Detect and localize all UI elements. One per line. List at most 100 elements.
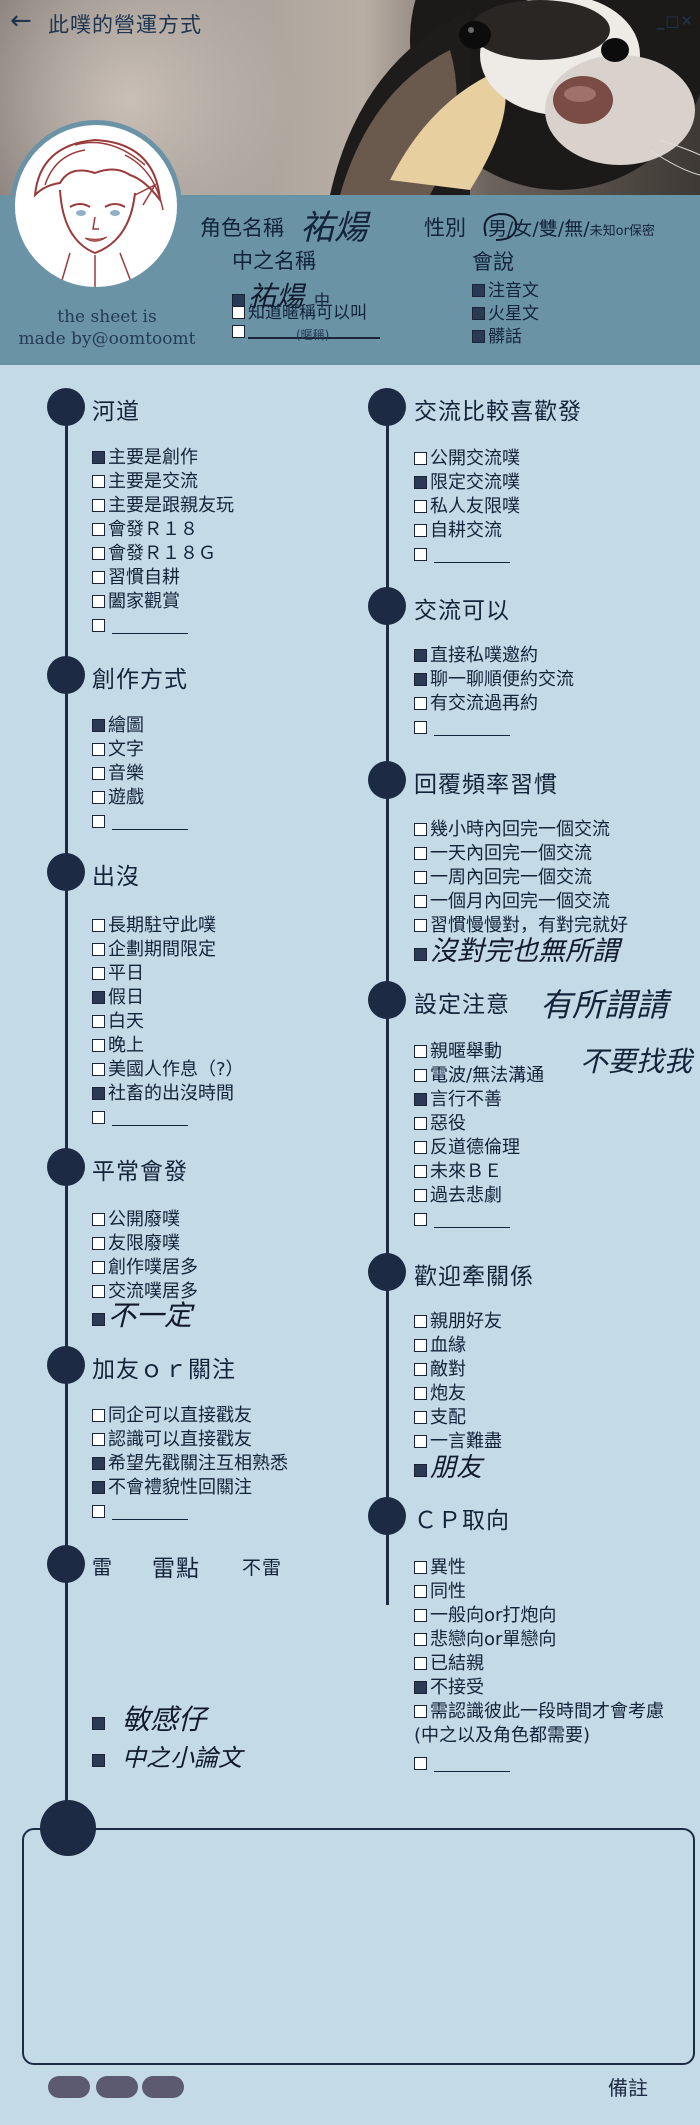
section-dot: [47, 656, 85, 694]
language-label: 會說: [472, 250, 514, 274]
list-item[interactable]: 限定交流噗: [414, 471, 520, 495]
section-title-reply: 回覆頻率習慣: [414, 772, 558, 798]
list-item[interactable]: 主要是交流: [92, 470, 198, 494]
list-item[interactable]: 習慣自耕: [92, 566, 180, 590]
list-item[interactable]: 晚上: [92, 1034, 144, 1058]
list-item[interactable]: 創作噗居多: [92, 1256, 198, 1280]
list-item[interactable]: 認識可以直接戳友: [92, 1428, 252, 1452]
list-item-blank[interactable]: [414, 716, 510, 740]
section-title-create: 創作方式: [92, 667, 188, 693]
list-item[interactable]: 會發Ｒ１８: [92, 518, 198, 542]
list-item[interactable]: 主要是創作: [92, 446, 198, 470]
list-item[interactable]: 音樂: [92, 762, 144, 786]
language-option-swear[interactable]: 髒話: [472, 322, 522, 347]
setting-handwritten-note-1: 有所謂請: [540, 986, 669, 1024]
list-item[interactable]: 平日: [92, 962, 144, 986]
list-item[interactable]: 電波/無法溝通: [414, 1064, 544, 1088]
section-title-appear: 出沒: [92, 864, 140, 890]
list-item[interactable]: 希望先戳關注互相熟悉: [92, 1452, 288, 1476]
nickname-option-3[interactable]: [232, 322, 380, 342]
notes-label: 備註: [608, 2076, 648, 2100]
notes-dot: [40, 1800, 96, 1856]
list-item[interactable]: 不接受: [414, 1676, 484, 1700]
list-item-blank[interactable]: [92, 1500, 188, 1524]
list-item-blank[interactable]: [92, 810, 188, 834]
list-item[interactable]: 白天: [92, 1010, 144, 1034]
pill-button-3[interactable]: [142, 2076, 184, 2098]
list-item[interactable]: 公開廢噗: [92, 1208, 180, 1232]
list-item[interactable]: 一般向or打炮向: [414, 1604, 556, 1628]
section-dot: [47, 388, 85, 426]
list-item[interactable]: 敵對: [414, 1358, 466, 1382]
list-item[interactable]: 反道德倫理: [414, 1136, 520, 1160]
list-item[interactable]: 自耕交流: [414, 519, 502, 543]
list-item[interactable]: 同企可以直接戳友: [92, 1404, 252, 1428]
list-item[interactable]: 異性: [414, 1556, 466, 1580]
pill-button-1[interactable]: [48, 2076, 90, 2098]
list-item[interactable]: 已結親: [414, 1652, 484, 1676]
back-arrow-icon[interactable]: ←: [10, 6, 32, 36]
top-bar: ← 此噗的營運方式 _□✕: [0, 0, 700, 44]
list-item[interactable]: 聊一聊順便約交流: [414, 668, 574, 692]
list-item[interactable]: 會發Ｒ１８Ｇ: [92, 542, 216, 566]
list-item-blank[interactable]: [92, 1106, 188, 1130]
list-item[interactable]: 炮友: [414, 1382, 466, 1406]
list-item[interactable]: 假日: [92, 986, 144, 1010]
list-item[interactable]: 一個月內回完一個交流: [414, 890, 610, 914]
pill-button-2[interactable]: [96, 2076, 138, 2098]
nickname-option-2[interactable]: 知道暱稱可以叫: [232, 298, 367, 323]
list-item[interactable]: 文字: [92, 738, 144, 762]
list-item[interactable]: 親朋好友: [414, 1310, 502, 1334]
list-item-handwritten[interactable]: 不一定: [92, 1302, 192, 1332]
list-item[interactable]: 過去悲劇: [414, 1184, 502, 1208]
section-dot: [368, 587, 406, 625]
list-item-blank[interactable]: [92, 614, 188, 638]
left-timeline-line: [65, 405, 68, 1805]
list-item[interactable]: 美國人作息（?）: [92, 1058, 244, 1082]
nickname-option-1[interactable]: 祐煬中: [232, 275, 330, 315]
list-item[interactable]: 交流噗居多: [92, 1280, 198, 1304]
list-item[interactable]: 需認識彼此一段時間才會考慮: [414, 1700, 664, 1724]
list-item[interactable]: 有交流過再約: [414, 692, 538, 716]
language-option-zhuyin[interactable]: 注音文: [472, 276, 539, 301]
list-item[interactable]: 言行不善: [414, 1088, 502, 1112]
list-item[interactable]: 主要是跟親友玩: [92, 494, 234, 518]
list-item[interactable]: 支配: [414, 1406, 466, 1430]
window-controls-icon[interactable]: _□✕: [656, 12, 694, 30]
gender-circle-mark-icon: [483, 212, 518, 241]
list-item[interactable]: 長期駐守此噗: [92, 914, 216, 938]
list-item[interactable]: 幾小時內回完一個交流: [414, 818, 610, 842]
list-item[interactable]: 悲戀向or單戀向: [414, 1628, 556, 1652]
section-dot: [368, 761, 406, 799]
thunder-item-handwritten[interactable]: 中之小論文: [92, 1746, 242, 1773]
list-item[interactable]: 一天內回完一個交流: [414, 842, 592, 866]
list-item[interactable]: 公開交流噗: [414, 447, 520, 471]
list-item[interactable]: 社畜的出沒時間: [92, 1082, 234, 1106]
list-item-blank[interactable]: [414, 1752, 510, 1776]
character-portrait-icon: [33, 138, 164, 287]
list-item[interactable]: 繪圖: [92, 714, 144, 738]
list-item[interactable]: 同性: [414, 1580, 466, 1604]
list-item[interactable]: 惡役: [414, 1112, 466, 1136]
list-item[interactable]: 企劃期間限定: [92, 938, 216, 962]
list-item-blank[interactable]: [414, 1208, 510, 1232]
list-item[interactable]: 一言難盡: [414, 1430, 502, 1454]
list-item-handwritten[interactable]: 沒對完也無所謂: [414, 938, 619, 967]
list-item[interactable]: 遊戲: [92, 786, 144, 810]
list-item[interactable]: 私人友限噗: [414, 495, 520, 519]
list-item[interactable]: 不會禮貌性回關注: [92, 1476, 252, 1500]
list-item-blank[interactable]: [414, 543, 510, 567]
list-item[interactable]: 血緣: [414, 1334, 466, 1358]
list-item[interactable]: 友限廢噗: [92, 1232, 180, 1256]
list-item[interactable]: 直接私噗邀約: [414, 644, 538, 668]
thunder-item-handwritten[interactable]: 敏感仔: [92, 1706, 206, 1736]
list-item[interactable]: 親暱舉動: [414, 1040, 502, 1064]
language-option-martian[interactable]: 火星文: [472, 299, 539, 324]
list-item-handwritten[interactable]: 朋友: [414, 1455, 482, 1483]
list-item[interactable]: 闔家觀賞: [92, 590, 180, 614]
list-item[interactable]: 一周內回完一個交流: [414, 866, 592, 890]
avatar: [10, 120, 182, 292]
list-item[interactable]: 未來ＢＥ: [414, 1160, 502, 1184]
notes-box[interactable]: [22, 1828, 695, 2065]
list-item[interactable]: 習慣慢慢對，有對完就好: [414, 914, 628, 938]
